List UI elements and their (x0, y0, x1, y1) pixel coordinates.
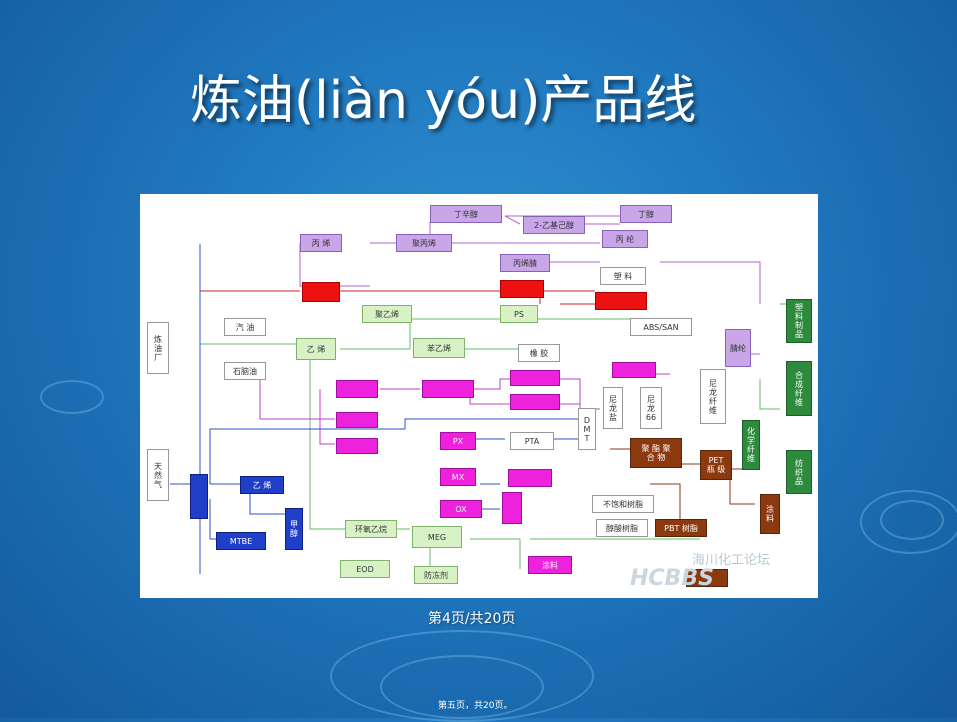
node-dmt: D M T (578, 408, 596, 450)
node-abs-san: ABS/SAN (630, 318, 692, 336)
node-aromatic-7 (612, 362, 656, 378)
node-coating-mat: 涂 料 (760, 494, 780, 534)
node-pta: PTA (510, 432, 554, 450)
node-butyl: 丁醇 (620, 205, 672, 223)
refinery-flow-diagram: 炼 油 厂 汽 油 石脑油 天 然 气 丙 烯 丁辛醇 2-乙基己醇 丁醇 聚丙… (140, 194, 818, 598)
node-synthetic-fiber: 合 成 纤 维 (786, 361, 812, 416)
node-eod: EOD (340, 560, 390, 578)
node-polypropylene: 聚丙烯 (396, 234, 452, 252)
node-methanol-cluster (190, 474, 208, 519)
node-plastic: 塑 料 (600, 267, 646, 285)
node-ps: PS (500, 305, 538, 323)
node-aromatic-3 (510, 370, 560, 386)
node-aromatic-1 (336, 380, 378, 398)
node-ox: OX (440, 500, 482, 518)
node-acrylonitrile: 丙烯腈 (500, 254, 550, 272)
node-polyester: 聚 酯 聚 合 物 (630, 438, 682, 468)
node-eo: 环氧乙烷 (345, 520, 397, 538)
node-unsat-resin: 不饱和树脂 (592, 495, 654, 513)
node-pet-bottle: PET 瓶 级 (700, 450, 732, 480)
node-naphtha: 石脑油 (224, 362, 266, 380)
node-meg: MEG (412, 526, 462, 548)
node-px: PX (440, 432, 476, 450)
node-aromatic-6 (336, 438, 378, 454)
page-indicator: 第4页/共20页 (428, 611, 516, 627)
node-chemical-fiber: 化 学 纤 维 (742, 420, 760, 470)
node-aromatic-9 (502, 492, 522, 524)
node-alkyd: 醇酸树脂 (596, 519, 648, 537)
node-propylene: 丙 烯 (300, 234, 342, 252)
slide-title: 炼油(liàn yóu)产品线 (190, 71, 697, 131)
node-aromatic-5 (336, 412, 378, 428)
node-acetic: 腈纶 (725, 329, 751, 367)
node-antifreeze: 防冻剂 (414, 566, 458, 584)
node-mx: MX (440, 468, 476, 486)
node-nylon66: 尼 龙 66 (640, 387, 662, 429)
forum-watermark: 海川化工论坛 (692, 553, 771, 568)
node-ethylhexanol: 2-乙基己醇 (523, 216, 585, 234)
node-red-1 (302, 282, 340, 302)
node-paint: 涂料 (528, 556, 572, 574)
node-gasoline: 汽 油 (224, 318, 266, 336)
node-polyethylene: 聚乙烯 (362, 305, 412, 323)
node-brown-bottom (686, 569, 728, 587)
node-acrylic: 丙 纶 (602, 230, 648, 248)
node-aromatic-2 (422, 380, 474, 398)
slide-footer: 第五页，共20页。 (438, 701, 513, 711)
node-pbt: PBT 树脂 (655, 519, 707, 537)
node-styrene: 苯乙烯 (413, 338, 465, 358)
node-nylon66-salt: 尼 龙 盐 (603, 387, 623, 429)
node-butanol-octanol: 丁辛醇 (430, 205, 502, 223)
node-methanol: 甲 醇 (285, 508, 303, 550)
node-aromatic-8 (508, 469, 552, 487)
node-textile: 纺 织 品 (786, 450, 812, 494)
forum-logo-watermark: HCBBS (630, 566, 714, 591)
node-red-3 (595, 292, 647, 310)
node-nylon-fiber: 尼 龙 纤 维 (700, 369, 726, 424)
node-ethylene-main: 乙 烯 (296, 338, 336, 360)
node-refinery: 炼 油 厂 (147, 322, 169, 374)
node-red-2 (500, 280, 544, 298)
node-rubber: 橡 胶 (518, 344, 560, 362)
node-aromatic-4 (510, 394, 560, 410)
node-mtbe: MTBE (216, 532, 266, 550)
ripple-decoration (860, 490, 957, 554)
node-plastic-prod: 塑 料 制 品 (786, 299, 812, 343)
ripple-decoration (40, 380, 104, 414)
node-ethylene-gas: 乙 烯 (240, 476, 284, 494)
node-natural-gas: 天 然 气 (147, 449, 169, 501)
